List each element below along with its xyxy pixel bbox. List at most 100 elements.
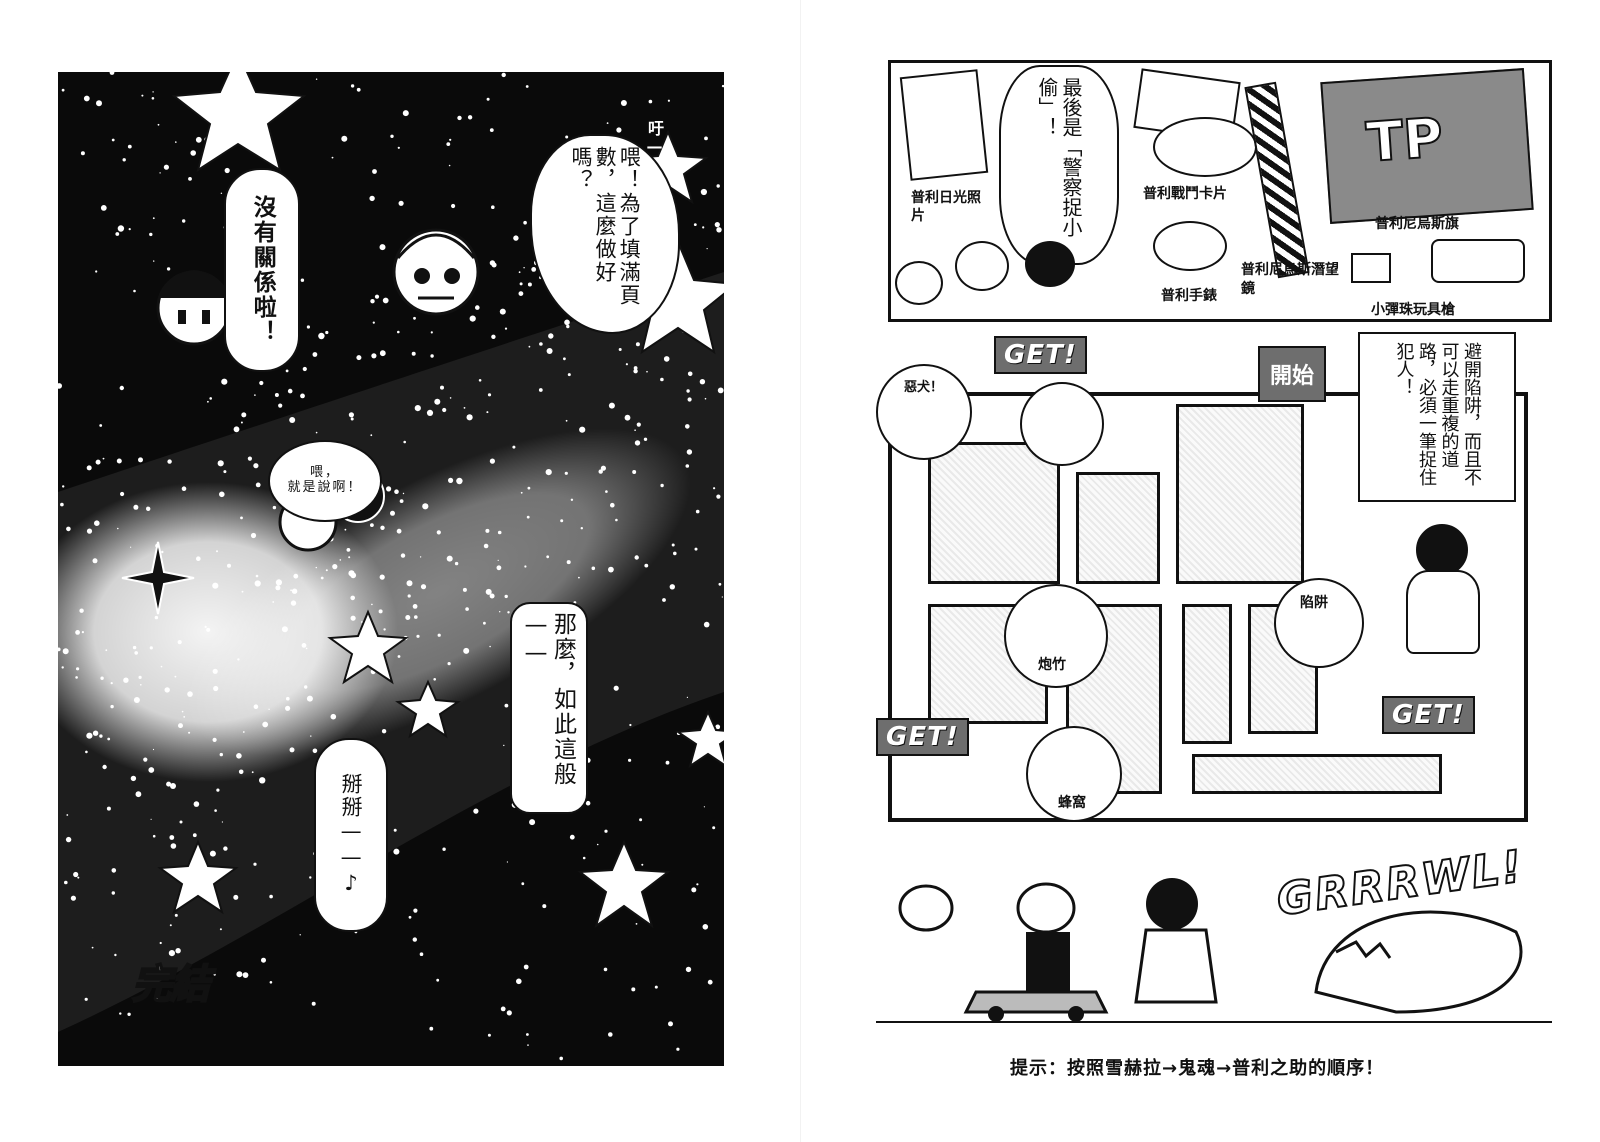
speech-bubble-hey-page: 喂！為了填滿頁數，這麼做好嗎？ [530,134,680,334]
star-dot [187,691,193,697]
star-dot [370,434,373,437]
star-dot [135,791,142,798]
maze-instructions: 避開陷阱，而且不可以走重複的道路，必須一筆捉住犯人！ [1358,332,1516,502]
star-dot [195,136,202,143]
room-house [1176,404,1304,584]
star-dot [95,459,101,465]
star-dot [290,600,297,606]
star-dot [123,677,129,683]
star-dot [715,724,721,730]
star-dot [524,565,527,568]
star-dot [76,667,80,671]
star-dot [240,421,243,424]
star-dot [379,574,385,580]
star-dot [262,721,269,728]
speech-bubble-bye: 掰掰——♪ [314,738,388,932]
star-dot [178,723,183,729]
trap-circle: 陷阱 [1274,578,1364,668]
star-dot [152,91,154,93]
star-dot [86,528,93,534]
star-dot [138,457,143,463]
star-dot [220,192,223,194]
flag-icon: TP [1320,68,1534,224]
star-dot [177,640,182,645]
star-dot [175,141,177,143]
star-dot [350,595,356,601]
star-dot [289,417,296,423]
star-dot [325,569,328,572]
item-caption-flag: 普利尼烏斯旗 [1375,216,1459,232]
star-dot [209,850,216,857]
star-dot [374,294,380,299]
star-dot [396,528,402,534]
star-dot [721,84,724,88]
star-dot [116,458,122,464]
page-gutter [800,0,801,1142]
star-dot [662,598,666,602]
star-dot [61,666,64,669]
star-dot [100,676,104,680]
star-dot [241,590,244,593]
star-dot [483,621,486,625]
space-panel: 吁—吁…… 喂！為了填滿頁數，這麼做好嗎？ 沒有關係啦！ 喂， 就是說啊！ 那麼… [58,72,724,1066]
star-dot [111,891,115,895]
star-dot [687,371,693,377]
star-dot [390,510,395,516]
star-dot [632,470,637,474]
star-dot [299,934,301,936]
star-dot [160,665,163,668]
star-dot [219,928,222,931]
star-dot [413,316,416,320]
character-icon-1 [895,261,943,305]
item-caption-photo: 普利日光照片 [911,190,981,225]
items-panel: 普利日光照片 最後是「警察捉小偷」！ 普利戰鬥卡片 普利尼烏斯潛望鏡 TP 普利… [888,60,1552,322]
star-dot [61,88,65,92]
star-dot [80,151,85,156]
star-dot [643,437,648,441]
star-dot [613,685,619,691]
star-dot [567,373,571,377]
star-dot [157,123,160,126]
star-dot [174,913,178,917]
star-dot [83,95,90,102]
star-dot [163,164,169,170]
star-dot [399,499,404,503]
star-dot [114,953,117,957]
star-dot [285,369,289,373]
star-dot [489,458,495,464]
star-dot [580,527,583,530]
star-dot [560,519,564,523]
star-dot [578,576,580,579]
star-dot [605,490,608,493]
star-dot [448,164,451,167]
star-dot [275,585,281,591]
star-dot [500,1006,506,1012]
star-dot [111,138,115,142]
star-dot [665,760,670,765]
star-dot [304,685,308,689]
star-dot [117,225,125,232]
star-dot [633,369,638,374]
star-dot [166,781,172,787]
star-dot [685,424,690,429]
star-dot [419,952,424,956]
star-dot [582,856,586,860]
star-dot [183,716,186,718]
star-dot [496,565,502,571]
speech-bubble-well-say: 喂， 就是說啊！ [268,440,382,522]
star-dot [526,515,530,519]
star-dot [94,520,100,526]
star-dot [454,561,459,566]
star-dot [414,405,421,412]
star-dot [380,525,385,530]
star-dot [289,747,295,753]
star-dot [411,351,416,356]
star-dot [371,353,377,359]
star-dot [169,835,175,840]
star-dot [278,403,283,408]
star-dot [633,366,638,370]
star-dot [253,862,257,866]
star-dot [489,260,496,266]
star-dot [346,548,351,552]
star-dot [341,135,348,142]
